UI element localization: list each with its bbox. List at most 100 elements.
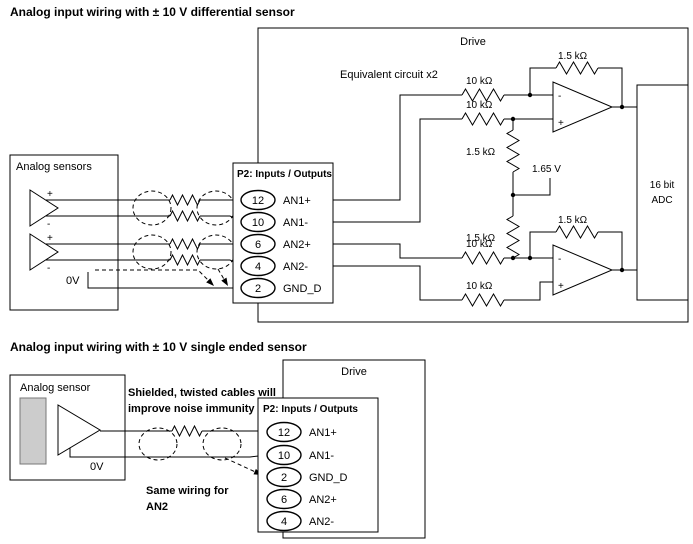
single-title: Analog input wiring with ± 10 V single e… bbox=[10, 340, 307, 354]
pin-label-s-an1p: AN1+ bbox=[309, 427, 337, 439]
p2-connector-diff: P2: Inputs / Outputs 12 AN1+ 10 AN1- 6 A… bbox=[232, 162, 334, 304]
pin-num-s6: 6 bbox=[281, 494, 287, 506]
shield-ellipse-1a bbox=[132, 190, 172, 226]
resistor-10k-3 bbox=[461, 251, 505, 265]
pin-num-s10: 10 bbox=[278, 450, 290, 462]
opamp-bottom-plus-sign: + bbox=[558, 281, 564, 292]
adc-box bbox=[636, 84, 689, 301]
zero-v-label: 0V bbox=[66, 275, 80, 287]
junction-dot bbox=[510, 192, 516, 198]
differential-section: Analog input wiring with ± 10 V differen… bbox=[9, 5, 689, 323]
twist-an2m bbox=[169, 253, 201, 267]
pin-oval-s4 bbox=[266, 510, 302, 532]
junction-dot bbox=[527, 92, 533, 98]
drive-label: Drive bbox=[460, 36, 486, 48]
wire-pin12-to-r1 bbox=[276, 94, 462, 201]
p2-connector-single: P2: Inputs / Outputs 12 AN1+ 10 AN1- 2 G… bbox=[257, 397, 379, 533]
sensor-amp-triangle bbox=[57, 404, 101, 456]
sensor-element bbox=[19, 397, 47, 465]
resistor-10k-1 bbox=[461, 88, 505, 102]
adc-label-1: 16 bit bbox=[650, 180, 675, 191]
r1k5-fb-top-label: 1.5 kΩ bbox=[558, 51, 588, 62]
same-wiring-line1: Same wiring for bbox=[146, 485, 229, 497]
pin-oval-s2 bbox=[266, 466, 302, 488]
junction-dot bbox=[510, 255, 516, 261]
drive-internal-wiring: 10 kΩ 10 kΩ 10 kΩ 10 kΩ 1.5 kΩ 1.5 kΩ 1.… bbox=[276, 51, 637, 307]
opamp-bottom bbox=[552, 244, 614, 296]
pin-num-10: 10 bbox=[252, 217, 264, 229]
p2-box-2 bbox=[257, 397, 379, 533]
twist-an1m bbox=[169, 209, 201, 223]
feedback-bot-left bbox=[529, 231, 556, 258]
pin-num-12: 12 bbox=[252, 195, 264, 207]
pin-label-gnd: GND_D bbox=[283, 283, 322, 295]
pin-num-s2: 2 bbox=[281, 472, 287, 484]
opamp-top-plus-sign: + bbox=[558, 118, 564, 129]
vref-label: 1.65 V bbox=[532, 164, 561, 175]
pin-num-4: 4 bbox=[255, 261, 261, 273]
junction-dot bbox=[619, 104, 625, 110]
pin-label-an2p: AN2+ bbox=[283, 239, 311, 251]
shield-ellipse-3b bbox=[202, 427, 242, 461]
shield-ellipse-3a bbox=[138, 427, 178, 461]
resistor-10k-2 bbox=[461, 112, 505, 126]
drive-label-2: Drive bbox=[341, 366, 367, 378]
zero-v-wire-2 bbox=[69, 448, 268, 458]
shield-ellipse-2a bbox=[132, 234, 172, 270]
diff-title: Analog input wiring with ± 10 V differen… bbox=[10, 5, 295, 19]
pin-oval-10 bbox=[240, 211, 276, 233]
zero-v-wire bbox=[87, 272, 241, 289]
sensor2-minus-sign: - bbox=[47, 263, 50, 274]
opamp-top bbox=[552, 81, 614, 133]
wire-r4-opamp bbox=[504, 281, 553, 301]
adc-label-2: ADC bbox=[651, 195, 672, 206]
shield-note-line2: improve noise immunity bbox=[128, 403, 255, 415]
shield-note-line1: Shielded, twisted cables will bbox=[128, 387, 276, 399]
resistor-1k5-fb-bot bbox=[555, 225, 599, 239]
opamp-bottom-minus-sign: - bbox=[558, 254, 561, 265]
resistor-1k5-fb-top bbox=[555, 61, 599, 75]
r1k5-label-2: 1.5 kΩ bbox=[466, 233, 496, 244]
wire-pin6-to-r3 bbox=[276, 243, 462, 259]
single-ended-section: Analog input wiring with ± 10 V single e… bbox=[9, 340, 426, 539]
analog-sensor-label: Analog sensor bbox=[20, 382, 91, 394]
pin-num-s4: 4 bbox=[281, 516, 287, 528]
junction-dot bbox=[527, 255, 533, 261]
shield-ellipse-2b bbox=[196, 234, 236, 270]
twist-an1p bbox=[169, 193, 201, 207]
r10k-label-4: 10 kΩ bbox=[466, 281, 493, 292]
cable-pair-2 bbox=[46, 234, 243, 270]
wire-pin10-to-r2 bbox=[276, 118, 462, 223]
feedback-top-left bbox=[529, 67, 556, 95]
r10k-label-1: 10 kΩ bbox=[466, 76, 493, 87]
resistor-10k-4 bbox=[461, 293, 505, 307]
p2-label-2: P2: Inputs / Outputs bbox=[263, 404, 358, 415]
analog-sensor-box bbox=[9, 374, 126, 481]
r10k-label-2: 10 kΩ bbox=[466, 100, 493, 111]
pin-label-s-an2m: AN2- bbox=[309, 516, 334, 528]
analog-sensors-box bbox=[9, 154, 119, 311]
same-wiring-line2: AN2 bbox=[146, 501, 168, 513]
resistor-1k5-bias-2 bbox=[506, 215, 520, 259]
shield-drain-1 bbox=[95, 269, 215, 287]
drain-arrow-1-icon bbox=[206, 278, 214, 286]
r10k-label-3: 10 kΩ bbox=[466, 239, 493, 250]
pin-oval-12 bbox=[240, 189, 276, 211]
r1k5-fb-bot-label: 1.5 kΩ bbox=[558, 215, 588, 226]
pin-oval-6 bbox=[240, 233, 276, 255]
feedback-bot-right bbox=[598, 231, 623, 270]
sensor2-plus-sign: + bbox=[47, 233, 53, 244]
sensor2-triangle bbox=[29, 233, 59, 271]
sensor1-minus-sign: - bbox=[47, 219, 50, 230]
opamp-top-minus-sign: - bbox=[558, 91, 561, 102]
wire-vref bbox=[513, 178, 551, 196]
zero-v-label-2: 0V bbox=[90, 461, 104, 473]
r1k5-label-1: 1.5 kΩ bbox=[466, 147, 496, 158]
pin-oval-s10 bbox=[266, 444, 302, 466]
pin-label-s-an2p: AN2+ bbox=[309, 494, 337, 506]
pin-oval-s6 bbox=[266, 488, 302, 510]
pin-oval-4 bbox=[240, 255, 276, 277]
p2-label: P2: Inputs / Outputs bbox=[237, 169, 332, 180]
